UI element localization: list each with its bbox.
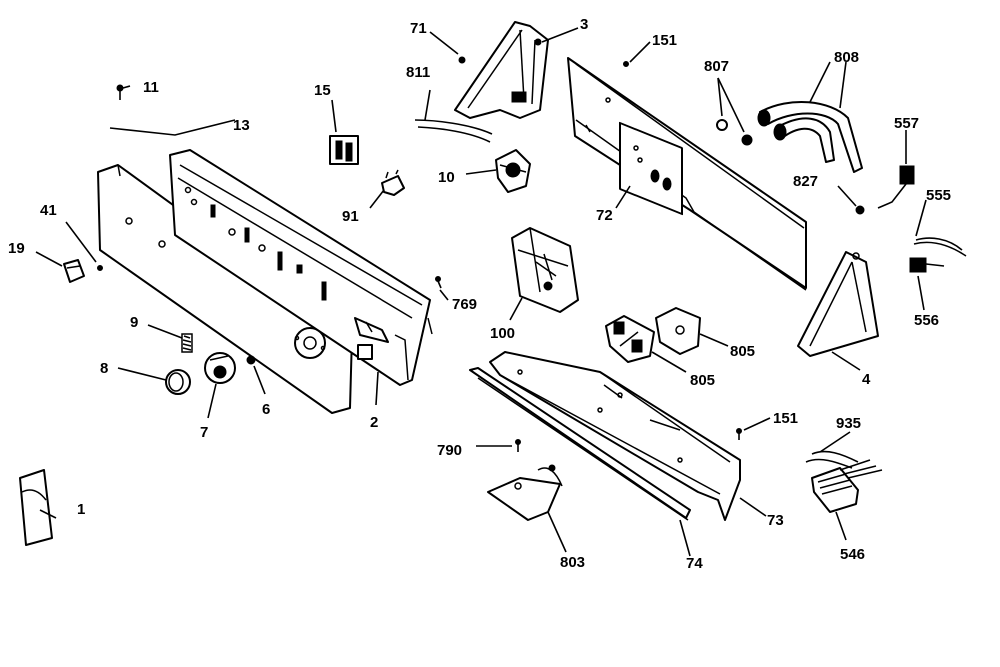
part-151-screw-top bbox=[623, 61, 629, 67]
part-2-panel-frame bbox=[169, 149, 433, 386]
part-557-connector bbox=[877, 165, 915, 209]
callout-74: 74 bbox=[686, 555, 703, 572]
part-72-rear-panel bbox=[567, 57, 807, 291]
callout-546: 546 bbox=[840, 546, 865, 563]
callout-100: 100 bbox=[490, 325, 515, 342]
part-91-switch-clip bbox=[381, 169, 405, 196]
part-71-screw bbox=[458, 56, 466, 64]
callout-73: 73 bbox=[767, 512, 784, 529]
callout-6: 6 bbox=[262, 401, 270, 418]
part-6-washer bbox=[246, 355, 256, 365]
part-19-knob bbox=[63, 259, 85, 283]
callout-151-top: 151 bbox=[652, 32, 677, 49]
part-9-spring bbox=[181, 333, 193, 353]
callout-19: 19 bbox=[8, 240, 25, 257]
callout-9: 9 bbox=[130, 314, 138, 331]
callout-151-bottom: 151 bbox=[773, 410, 798, 427]
part-151-screw-bottom bbox=[736, 428, 742, 440]
callout-1: 1 bbox=[77, 501, 85, 518]
callout-8: 8 bbox=[100, 360, 108, 377]
callout-805-b: 805 bbox=[690, 372, 715, 389]
callout-556: 556 bbox=[914, 312, 939, 329]
part-11-screw bbox=[116, 84, 124, 100]
part-100-timer bbox=[511, 227, 579, 313]
callout-4: 4 bbox=[862, 371, 871, 388]
callout-827: 827 bbox=[793, 173, 818, 190]
part-4-end-cap bbox=[797, 251, 879, 357]
callout-11: 11 bbox=[143, 79, 159, 96]
part-935-cord bbox=[805, 450, 859, 469]
callout-7: 7 bbox=[200, 424, 208, 441]
part-808-hoses bbox=[757, 101, 863, 173]
callout-10: 10 bbox=[438, 169, 455, 186]
part-807-grommets bbox=[716, 119, 753, 146]
part-769-clip bbox=[435, 276, 442, 289]
callout-769: 769 bbox=[452, 296, 477, 313]
callout-808: 808 bbox=[834, 49, 859, 66]
callout-15: 15 bbox=[314, 82, 331, 99]
part-3-bracket bbox=[454, 21, 549, 119]
part-74-trim-strip bbox=[469, 367, 691, 521]
callout-3: 3 bbox=[580, 16, 588, 33]
part-790-screw bbox=[515, 439, 521, 452]
part-1-manual bbox=[19, 469, 53, 546]
callout-41: 41 bbox=[40, 202, 57, 219]
callout-790: 790 bbox=[437, 442, 462, 459]
callout-935: 935 bbox=[836, 415, 861, 432]
part-8-knob bbox=[165, 369, 191, 395]
callout-72: 72 bbox=[596, 207, 613, 224]
callout-13: 13 bbox=[233, 117, 250, 134]
part-546-wire-harness bbox=[811, 459, 883, 513]
callout-labels: 1 11 13 41 19 9 8 7 6 2 15 91 811 10 71 … bbox=[8, 16, 951, 572]
part-10-pressure-switch bbox=[495, 149, 531, 193]
part-41-clip bbox=[97, 265, 103, 271]
part-555-cord bbox=[913, 237, 967, 257]
part-7-dial bbox=[204, 352, 236, 384]
part-13-console-panel bbox=[97, 164, 353, 414]
part-811-hose bbox=[414, 119, 493, 143]
part-73-bottom-rail bbox=[489, 351, 741, 521]
callout-555: 555 bbox=[926, 187, 951, 204]
callout-811: 811 bbox=[406, 64, 430, 81]
callout-805-a: 805 bbox=[730, 343, 755, 360]
part-556-plug bbox=[909, 257, 945, 273]
part-827-grommet bbox=[855, 205, 865, 215]
callout-71: 71 bbox=[410, 20, 427, 37]
callout-807: 807 bbox=[704, 58, 729, 75]
callout-803: 803 bbox=[560, 554, 585, 571]
leader-lines bbox=[35, 27, 927, 557]
callout-2: 2 bbox=[370, 414, 378, 431]
part-805-switch-b bbox=[605, 315, 655, 363]
callout-557: 557 bbox=[894, 115, 919, 132]
part-15-switch bbox=[329, 135, 359, 165]
part-803-bracket bbox=[487, 464, 563, 521]
callout-91: 91 bbox=[342, 208, 359, 225]
part-805-switch-a bbox=[655, 307, 701, 355]
